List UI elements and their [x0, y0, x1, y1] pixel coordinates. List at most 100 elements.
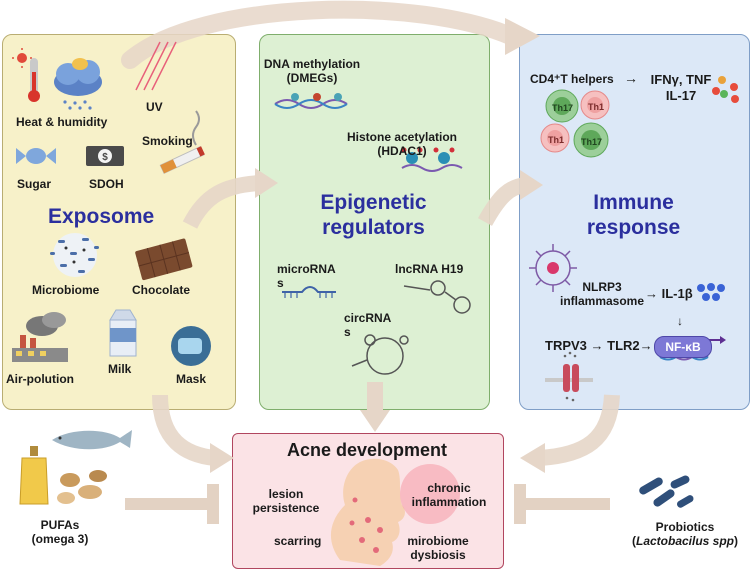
nlrp3-line1: NLRP3 [582, 280, 622, 294]
rain-cloud-icon [54, 58, 102, 110]
acne-title: Acne development [286, 440, 448, 460]
cytokine-dots-icon [712, 76, 739, 103]
probiotics-line2: (Lactobacilus spp) [631, 534, 739, 548]
label-trpv3-tlr2: TRPV3 → TLR2→ [545, 338, 653, 353]
arrow-exposome-acne [152, 394, 217, 466]
label-uv: UV [146, 100, 163, 114]
label-milk: Milk [108, 362, 132, 376]
label-sdoh: SDOH [89, 177, 124, 191]
cytokines-line2: IL-17 [665, 88, 697, 103]
trpv3-channel-icon [545, 351, 593, 402]
exposome-title: Exposome [48, 205, 155, 228]
label-chronic-inflammation: chronic inflammation [404, 481, 494, 509]
dysbiosis-line1: mirobiome [407, 534, 469, 548]
pufas-line1: PUFAs [40, 518, 80, 532]
microrna-line2: s [277, 276, 284, 290]
banknote-icon: $ [86, 146, 124, 166]
bacteria-icon [639, 475, 694, 508]
label-microbiome-dysbiosis: mirobiome dysbiosis [398, 534, 478, 562]
dna-methylation-icon [274, 93, 348, 109]
dna-methylation-line1: DNA methylation [263, 57, 361, 71]
circrna-line2: s [344, 325, 351, 339]
inhibit-pufas [125, 498, 215, 510]
factory-icon [12, 312, 68, 362]
sun-icon [12, 48, 32, 68]
label-dna-methylation: DNA methylation (DMEGs) [262, 57, 362, 85]
probiotics-species: Lactobacilus spp [635, 534, 735, 548]
candy-icon [16, 148, 56, 164]
nlrp3-line2: inflammasome [559, 294, 645, 308]
il1b-down-arrow: ↓ [677, 314, 683, 328]
pufas-line2: (omega 3) [31, 532, 89, 546]
histone-acetylation-icon [401, 147, 463, 172]
label-sugar: Sugar [17, 177, 52, 191]
probiotics-line1: Probiotics [655, 520, 715, 534]
face-icon [330, 458, 405, 566]
cell-label-th17-1: Th17 [552, 103, 574, 113]
label-smoking: Smoking [142, 134, 193, 148]
microrna-line1: microRNA [277, 262, 336, 276]
nfkb-pill: NF-κB [654, 336, 712, 358]
face-mask-icon [171, 326, 211, 366]
label-microbiome: Microbiome [32, 283, 100, 297]
label-mask: Mask [176, 372, 207, 386]
inhibit-probiotics [520, 498, 610, 510]
cigarette-icon [159, 110, 205, 175]
immune-title-line1: Immune [593, 191, 674, 214]
histone-line1: Histone acetylation [346, 130, 458, 144]
chocolate-icon [135, 238, 193, 281]
label-air-pollution: Air-polution [6, 372, 74, 386]
il1b-dots-icon [697, 283, 725, 301]
label-nlrp3-inflammasome: NLRP3 inflammasome [552, 280, 652, 308]
milk-carton-icon [109, 309, 137, 357]
inflammasome-icon [529, 244, 577, 292]
oil-bottle-icon [19, 446, 49, 505]
t-cells-icon [540, 89, 610, 158]
fish-icon [52, 430, 132, 450]
histone-line2: (HDAC1) [377, 144, 427, 158]
svg-text:$: $ [102, 152, 108, 163]
nuts-icon [57, 470, 107, 504]
label-histone-acetylation: Histone acetylation (HDAC1) [340, 130, 464, 158]
cd4-arrow: → [624, 70, 638, 86]
uv-rays-icon [135, 41, 177, 91]
cell-label-th1-1: Th1 [588, 102, 605, 112]
top-arc-arrow [121, 0, 524, 69]
chronic-line2: inflammation [411, 495, 487, 509]
label-chocolate: Chocolate [132, 283, 191, 297]
circrna-line1: circRNA [344, 311, 392, 325]
lesion-line2: persistence [252, 501, 320, 515]
label-micrornas: microRNA s [277, 262, 336, 290]
circrna-icon [351, 334, 409, 375]
label-probiotics: Probiotics (Lactobacilus spp) [630, 520, 740, 548]
cell-label-th1-2: Th1 [548, 135, 565, 145]
lesion-line1: lesion [268, 487, 304, 501]
label-il1b: → IL-1β [645, 286, 693, 301]
epigenetic-title-line2: regulators [322, 216, 425, 239]
lncrna-icon [403, 280, 471, 314]
label-cytokines: IFNγ, TNF IL-17 [644, 72, 718, 104]
label-circrnas: circRNA s [344, 311, 391, 339]
dysbiosis-line2: dysbiosis [410, 548, 466, 562]
arrow-exposome-epigenetic [182, 175, 261, 229]
immune-title-line2: response [586, 216, 681, 239]
microrna-icon [282, 286, 336, 298]
dna-methylation-line2: (DMEGs) [286, 71, 338, 85]
label-cd4-t-helpers: CD4⁺T helpers [530, 72, 614, 86]
thermometer-icon [28, 58, 40, 102]
label-lncrna-h19: lncRNA H19 [395, 262, 464, 276]
epigenetic-title-line1: Epigenetic [320, 191, 427, 214]
microbiome-icon [50, 233, 99, 277]
top-arc-arrowhead [505, 18, 540, 55]
label-pufas: PUFAs (omega 3) [20, 518, 100, 546]
arrow-immune-acne [539, 394, 620, 466]
nfkb-label: NF-κB [665, 340, 701, 354]
label-heat-humidity: Heat & humidity [16, 115, 108, 129]
arrow-epigenetic-acne [367, 382, 383, 412]
label-lesion-persistence: lesion persistence [246, 487, 326, 515]
label-scarring: scarring [274, 534, 322, 548]
chronic-line1: chronic [427, 481, 471, 495]
inflammation-glow [400, 464, 460, 524]
cytokines-line1: IFNγ, TNF [650, 72, 712, 87]
